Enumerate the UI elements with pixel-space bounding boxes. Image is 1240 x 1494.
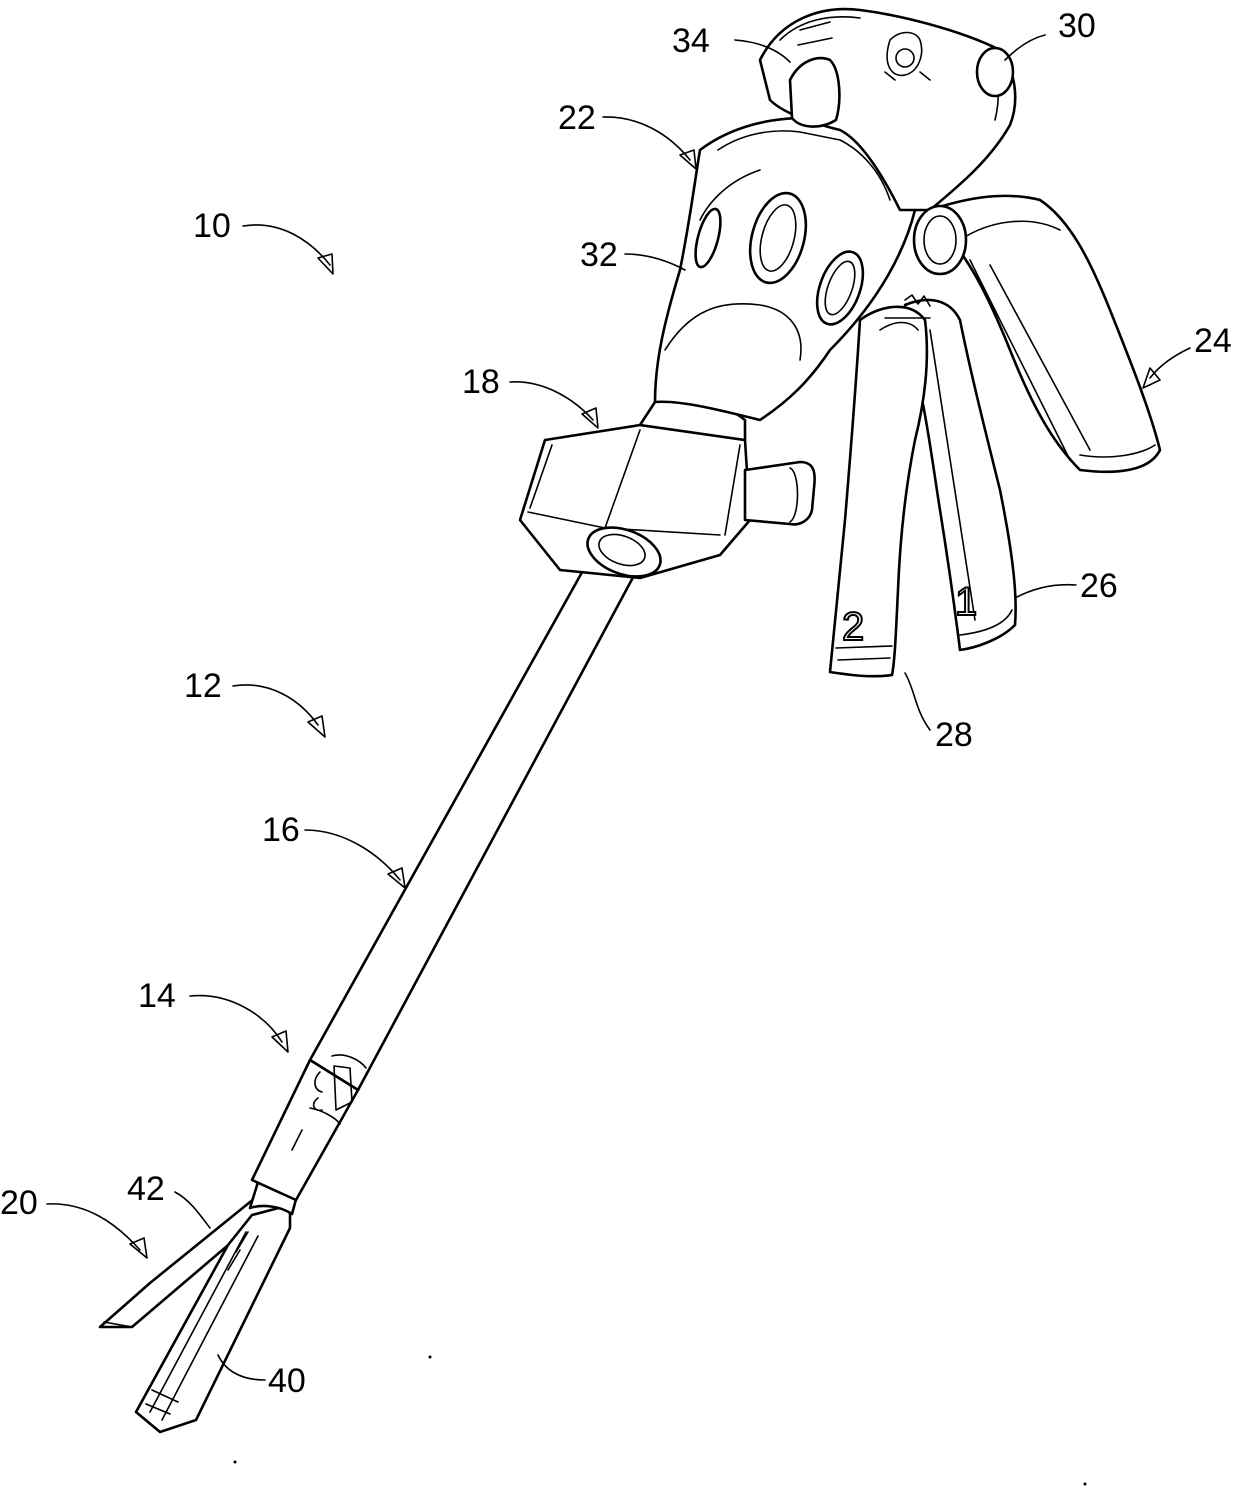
label-30: 30 (1058, 7, 1096, 45)
label-32: 32 (580, 236, 618, 274)
label-22: 22 (558, 99, 596, 137)
label-20: 20 (0, 1184, 38, 1222)
label-18: 18 (462, 363, 500, 401)
second-trigger: 2 (830, 295, 930, 676)
trigger-1-mark: 1 (955, 580, 977, 624)
speck (429, 1356, 432, 1359)
label-28: 28 (935, 716, 973, 754)
label-40: 40 (268, 1362, 306, 1400)
label-24: 24 (1194, 322, 1232, 360)
trigger-2-mark: 2 (842, 605, 864, 649)
label-26: 26 (1080, 567, 1118, 605)
elongate-shaft (252, 540, 645, 1200)
label-42: 42 (127, 1170, 165, 1208)
speck (234, 1461, 237, 1464)
label-12: 12 (184, 667, 222, 705)
label-14: 14 (138, 977, 176, 1015)
speck (1084, 1483, 1087, 1486)
label-10: 10 (193, 207, 231, 245)
label-34: 34 (672, 22, 710, 60)
rotation-knob (520, 399, 815, 586)
label-16: 16 (262, 811, 300, 849)
